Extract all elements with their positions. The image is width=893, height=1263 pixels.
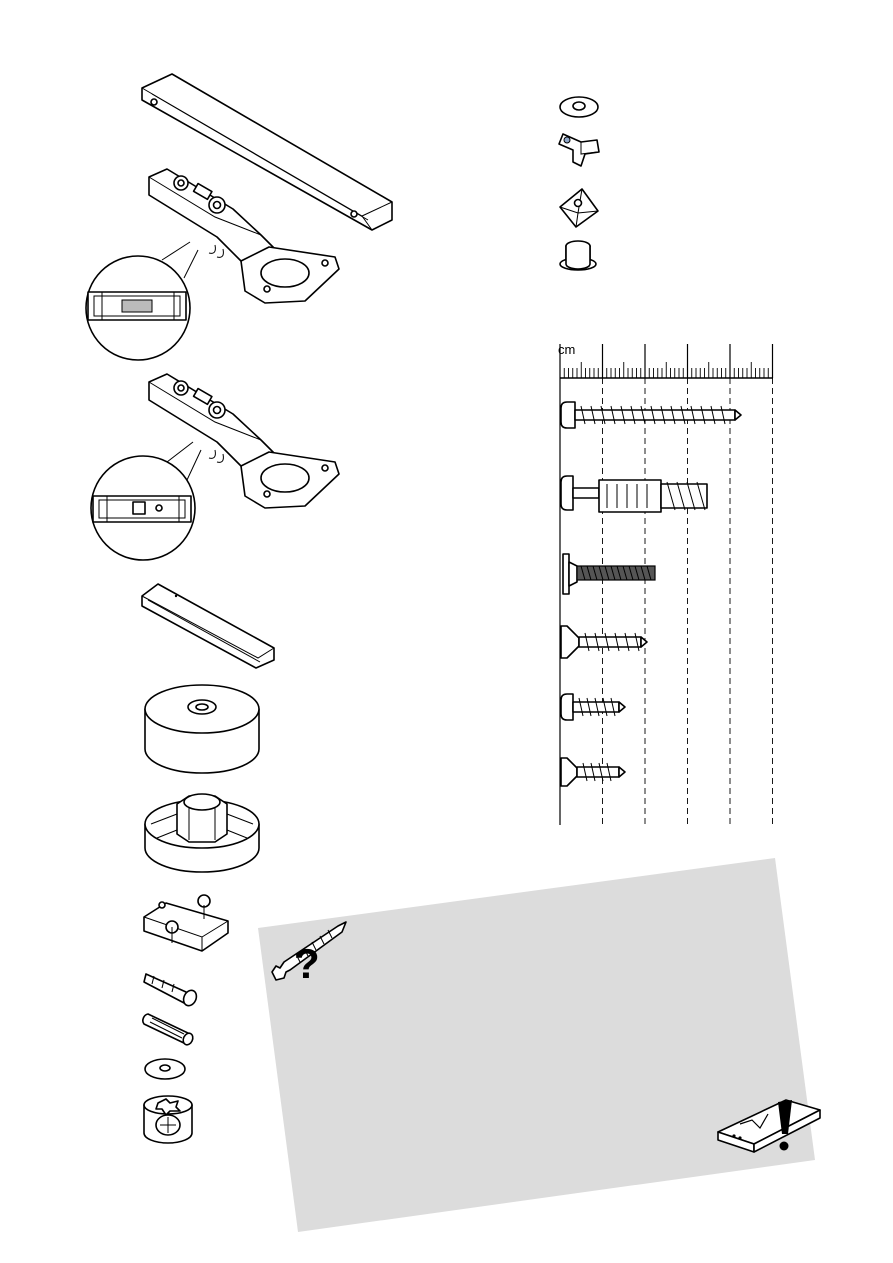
wall-anchor	[142, 968, 202, 1008]
hinge-1-detail-magnifier	[80, 240, 205, 360]
ruler-unit-label: cm	[558, 342, 575, 357]
cracked-board-exclamation-icon	[712, 1090, 824, 1160]
connector-bolt	[561, 476, 707, 512]
short-countersunk-screw	[561, 758, 625, 786]
screw-long-panhead	[561, 402, 741, 428]
mounting-plate-clip	[140, 893, 235, 958]
screw-question-icon: ?	[268, 918, 350, 988]
cam-lock	[140, 1095, 195, 1145]
svg-text:?: ?	[294, 940, 320, 987]
countersunk-screw	[561, 626, 647, 658]
washer-ring	[558, 96, 600, 118]
hinge-2-detail-magnifier	[85, 440, 210, 562]
short-panhead-screw	[561, 694, 625, 720]
round-foot	[143, 683, 261, 775]
measuring-ruler: cm	[555, 340, 780, 825]
plastic-cap	[556, 238, 601, 273]
small-washer	[143, 1057, 188, 1082]
flexible-strip	[138, 578, 283, 670]
corner-block	[556, 185, 601, 230]
adjustable-foot-base	[143, 790, 261, 878]
shelf-support-pin	[555, 130, 603, 172]
machine-screw	[563, 554, 655, 594]
wooden-dowel	[142, 1010, 202, 1048]
